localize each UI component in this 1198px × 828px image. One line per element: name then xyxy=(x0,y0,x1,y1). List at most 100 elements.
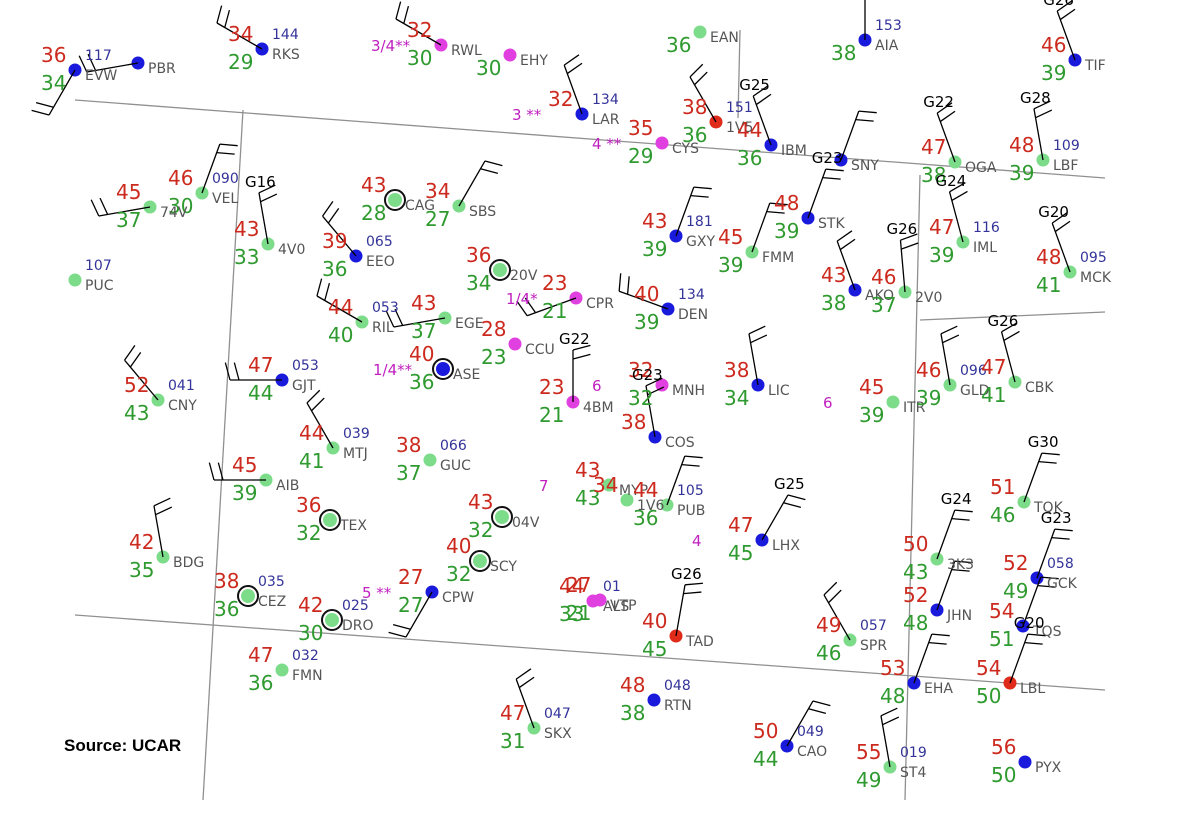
sky-cover-icon xyxy=(655,136,669,150)
wind-feather-icon xyxy=(566,62,583,75)
wind-feather-icon xyxy=(124,345,136,361)
wind-gust: G26 xyxy=(671,565,702,583)
station-id: LIC xyxy=(768,383,790,399)
wind-gust: G25 xyxy=(739,76,770,94)
temperature: 55 xyxy=(856,740,881,764)
wind-feather-icon xyxy=(87,53,97,71)
dewpoint: 38 xyxy=(831,41,856,65)
pressure: 134 xyxy=(678,287,705,303)
pressure: 039 xyxy=(343,426,370,442)
wind-feather-icon xyxy=(394,308,404,326)
wind-feather-icon xyxy=(942,334,960,344)
wind-feather-icon xyxy=(951,517,970,521)
station-id: 4BM xyxy=(583,400,614,416)
dewpoint: 32 xyxy=(296,521,321,545)
station-id: SBS xyxy=(469,204,496,220)
wind-feather-icon xyxy=(216,151,235,155)
dewpoint: 45 xyxy=(728,541,753,565)
station-id: CPW xyxy=(442,590,474,606)
dewpoint: 30 xyxy=(168,194,193,218)
station-id: CBK xyxy=(1025,380,1054,396)
dewpoint: 34 xyxy=(724,386,749,410)
temperature: 34 xyxy=(228,22,253,46)
station-id: RWL xyxy=(451,43,482,59)
dewpoint: 21 xyxy=(539,403,564,427)
station-id: AKO xyxy=(865,288,894,304)
station-id: IML xyxy=(973,240,997,256)
weather-code: 6 xyxy=(592,377,602,395)
dewpoint: 39 xyxy=(859,403,884,427)
wind-feather-icon xyxy=(515,668,532,680)
station-id: RTN xyxy=(664,698,692,714)
wind-feather-icon xyxy=(618,273,622,292)
temperature: 45 xyxy=(232,453,257,477)
station-id: SKX xyxy=(544,726,572,742)
temperature: 32 xyxy=(407,18,432,42)
station-id: GLD xyxy=(960,383,989,399)
weather-code: 5 ** xyxy=(362,584,392,602)
wind-feather-icon xyxy=(828,589,842,604)
temperature: 40 xyxy=(642,609,667,633)
wind-feather-icon xyxy=(681,463,700,467)
wind-feather-icon xyxy=(939,110,956,123)
temperature: 48 xyxy=(1036,245,1061,269)
wind-feather-icon xyxy=(822,176,841,180)
wind-feather-icon xyxy=(260,193,278,203)
dewpoint: 27 xyxy=(398,593,423,617)
wind-feather-icon xyxy=(825,168,844,172)
temperature: 34 xyxy=(593,473,618,497)
temperature: 47 xyxy=(981,355,1006,379)
wind-feather-icon xyxy=(755,93,772,106)
station-id: RKS xyxy=(272,47,300,63)
pressure: 049 xyxy=(797,724,824,740)
dewpoint: 32 xyxy=(446,562,471,586)
wind-feather-icon xyxy=(1035,109,1053,119)
pressure: 065 xyxy=(366,234,393,250)
sky-cover-icon xyxy=(593,593,607,607)
pressure: 107 xyxy=(85,258,112,274)
wind-feather-icon xyxy=(858,110,877,114)
wind-feather-icon xyxy=(99,197,109,215)
station-id: GXY xyxy=(686,234,715,250)
wind-gust: G26 xyxy=(988,312,1019,330)
wind-feather-icon xyxy=(766,210,785,214)
wind-gust: G25 xyxy=(774,475,805,493)
wind-feather-icon xyxy=(823,581,838,596)
wind-feather-icon xyxy=(395,1,402,20)
wind-feather-icon xyxy=(518,676,535,689)
dewpoint: 29 xyxy=(228,50,253,74)
wind-feather-icon xyxy=(1041,452,1060,456)
wind-feather-icon xyxy=(155,506,173,516)
station-id: 1V5 xyxy=(726,120,753,136)
dewpoint: 21 xyxy=(542,299,567,323)
wind-feather-icon xyxy=(1027,633,1046,637)
pressure: 058 xyxy=(1047,556,1074,572)
station-id: CPR xyxy=(586,296,614,312)
station-id: CYS xyxy=(672,141,699,157)
wind-feather-icon xyxy=(769,202,788,206)
temperature: 48 xyxy=(620,673,645,697)
weather-code: 6 xyxy=(823,394,833,412)
temperature: 40 xyxy=(409,342,434,366)
wind-feather-icon xyxy=(787,494,806,501)
wind-feather-icon xyxy=(690,194,709,198)
sky-cover-icon xyxy=(423,453,437,467)
sky-cover-icon xyxy=(693,25,707,39)
station-id: CNY xyxy=(168,398,197,414)
wind-feather-icon xyxy=(936,102,953,114)
wind-gust: G20 xyxy=(1038,203,1069,221)
temperature: 45 xyxy=(859,375,884,399)
sky-cover-icon xyxy=(436,362,450,376)
dewpoint: 39 xyxy=(1041,61,1066,85)
pressure: 095 xyxy=(1080,250,1107,266)
